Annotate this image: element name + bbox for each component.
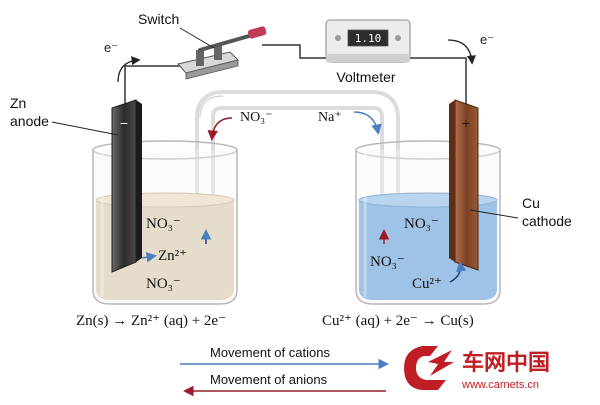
- legend-cations-label: Movement of cations: [210, 345, 330, 360]
- cu-cathode-label: Cu cathode: [522, 195, 572, 229]
- zn-anode-pointer: [51, 121, 119, 136]
- right-copper-ion: Cu²⁺: [412, 276, 442, 292]
- bridge-nitrate-label: NO₃⁻: [240, 110, 273, 125]
- anode-equation: Zn(s) → Zn²⁺ (aq) + 2e⁻: [76, 313, 226, 329]
- right-nitrate-top: NO₃⁻: [404, 216, 439, 232]
- anode-sign: −: [120, 115, 128, 131]
- cu-cathode-label-line2: cathode: [522, 213, 572, 229]
- electron-label-left: e⁻: [104, 40, 118, 55]
- switch-pointer: [179, 27, 215, 49]
- zn-anode-label-line1: Zn: [10, 95, 26, 111]
- switch: [177, 26, 267, 80]
- electron-label-right: e⁻: [480, 32, 494, 47]
- legend: Movement of cations Movement of anions: [180, 345, 389, 397]
- voltmeter: [325, 19, 411, 63]
- bridge-anion-arrow: [207, 117, 233, 141]
- watermark-name: 车网中国: [462, 350, 550, 375]
- cathode-sign: +: [462, 115, 470, 131]
- cu-cathode-label-line1: Cu: [522, 195, 540, 211]
- left-nitrate-bottom: NO₃⁻: [146, 276, 181, 292]
- cathode-equation: Cu²⁺ (aq) + 2e⁻ → Cu(s): [322, 313, 474, 329]
- copper-ion-arrow: [449, 261, 467, 283]
- bridge-sodium-label: Na⁺: [318, 110, 342, 125]
- left-nitrate-top: NO₃⁻: [146, 216, 181, 232]
- left-zinc-ion: Zn²⁺: [158, 248, 187, 264]
- zinc-electrode: [111, 99, 142, 273]
- voltmeter-label: Voltmeter: [336, 69, 395, 85]
- right-nitrate-bottom: NO₃⁻: [370, 254, 405, 270]
- zn-anode-label-line2: anode: [10, 113, 49, 129]
- copper-electrode: [449, 99, 479, 271]
- external-wire: [124, 44, 467, 108]
- electron-flow-arrow-right: [447, 39, 476, 65]
- bridge-cation-arrow: [353, 111, 382, 135]
- voltmeter-reading: 1.10: [355, 32, 382, 45]
- switch-label: Switch: [138, 11, 179, 27]
- cu-cathode-pointer: [469, 209, 519, 219]
- watermark-url: www.carnets.cn: [461, 379, 539, 391]
- legend-anions-label: Movement of anions: [210, 372, 328, 387]
- watermark-logo: [404, 346, 454, 390]
- electron-flow-arrow-left: [117, 56, 141, 83]
- zn-anode-label: Zn anode: [10, 95, 49, 129]
- zinc-ion-arrow: [141, 252, 157, 263]
